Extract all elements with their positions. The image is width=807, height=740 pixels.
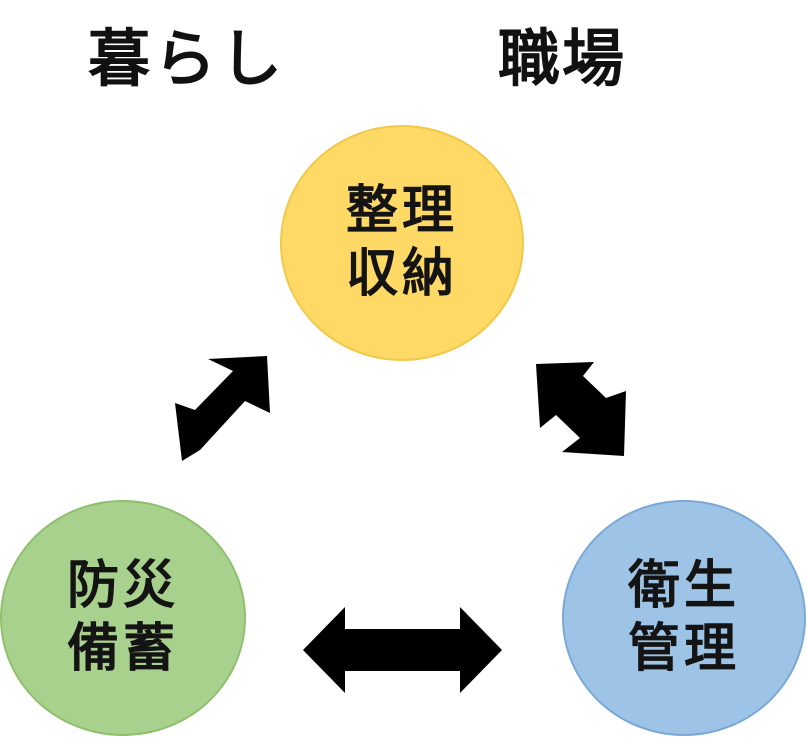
node-eisei-kanri: 衛生 管理 bbox=[562, 500, 806, 736]
bottom-arrow-shape bbox=[303, 607, 502, 693]
top-right-double-arrow bbox=[536, 362, 626, 456]
node-left-line1: 防災 bbox=[66, 555, 179, 616]
node-right-line1: 衛生 bbox=[627, 555, 740, 616]
node-left-line2: 備蓄 bbox=[66, 619, 179, 679]
header-kurashi: 暮らし bbox=[88, 22, 287, 95]
node-top-line2: 収納 bbox=[345, 244, 458, 304]
bottom-double-arrow bbox=[303, 607, 502, 693]
node-right-line2: 管理 bbox=[627, 619, 740, 679]
top-left-double-arrow bbox=[175, 356, 270, 461]
node-bousai-bichiku: 防災 備蓄 bbox=[0, 500, 246, 736]
top-right-arrow-shape bbox=[536, 362, 626, 456]
header-shokuba: 職場 bbox=[498, 22, 627, 95]
top-left-arrow-shape bbox=[175, 356, 270, 461]
node-top-line1: 整理 bbox=[345, 180, 458, 241]
node-seiri-shuunou: 整理 収納 bbox=[280, 125, 524, 361]
